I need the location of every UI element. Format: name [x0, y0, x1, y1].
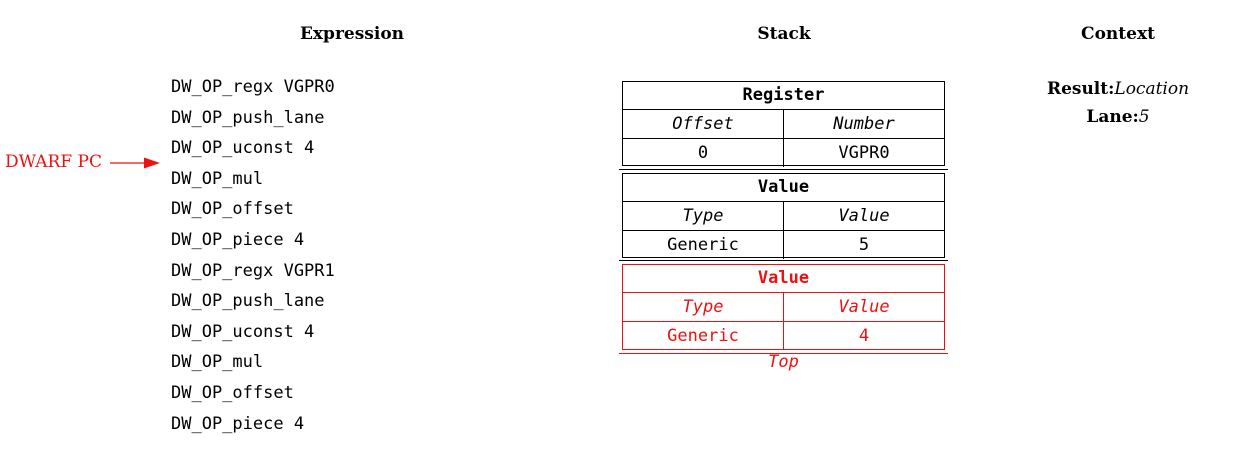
expression-op: DW_OP_offset [171, 382, 294, 403]
stack-entry-col-header: Value [838, 206, 890, 226]
stack-entry-register: Register Offset Number 0 VGPR0 [622, 81, 945, 167]
stack-entry-col-header: Offset [623, 110, 784, 138]
expression-op: DW_OP_push_lane [171, 291, 325, 312]
stack-entry-value: Value Type Value Generic 5 [622, 173, 945, 259]
stack-entry-value: 0 [623, 139, 784, 167]
stack-entry-value: 5 [858, 235, 870, 255]
expression-op: DW_OP_offset [171, 199, 294, 220]
dwarf-pc-label: DWARF PC [5, 152, 102, 172]
result-value: Location [1114, 79, 1190, 99]
expression-op: DW_OP_piece 4 [171, 413, 305, 434]
expression-op: DW_OP_piece 4 [171, 229, 305, 250]
stack-entry-col-header: Type [623, 293, 784, 321]
expression-op: DW_OP_regx VGPR0 [171, 77, 335, 97]
stack-separator [619, 169, 948, 170]
stack-entry-value: Generic [623, 322, 784, 350]
stack-entry-value: Generic [623, 231, 784, 259]
stack-entry-col-header: Number [833, 114, 895, 134]
stack-top-separator [619, 353, 948, 354]
stack-entry-title: Value [757, 177, 810, 197]
expression-op: DW_OP_mul [171, 352, 264, 373]
stack-top-label: Top [768, 352, 799, 372]
expression-op: DW_OP_push_lane [171, 107, 325, 128]
expression-op: DW_OP_regx VGPR1 [171, 260, 335, 281]
lane-label: Lane: [1086, 107, 1139, 127]
context-heading: Context [1081, 24, 1155, 44]
expression-heading: Expression [299, 24, 405, 44]
stack-entry-value: VGPR0 [838, 143, 890, 163]
stack-heading: Stack [757, 24, 811, 44]
expression-op: DW_OP_uconst 4 [171, 138, 315, 159]
stack-separator [619, 260, 948, 261]
pc-arrow-icon [110, 157, 160, 169]
context-result: Result:Location [1018, 79, 1218, 99]
stack-entry-title: Register [742, 85, 825, 105]
expression-op: DW_OP_mul [171, 168, 264, 189]
expression-list: DW_OP_regx VGPR0 DW_OP_push_lane DW_OP_u… [171, 72, 335, 439]
stack-entry-col-header: Value [838, 297, 890, 317]
stack-entry-top: Value Type Value Generic 4 [622, 264, 945, 350]
result-label: Result: [1046, 79, 1115, 99]
expression-op: DW_OP_uconst 4 [171, 321, 315, 342]
stack-entry-title: Value [757, 268, 810, 288]
stack-entry-value: 4 [858, 326, 870, 346]
lane-value: 5 [1138, 107, 1150, 127]
context-lane: Lane:5 [1018, 107, 1218, 127]
stack-entry-col-header: Type [623, 202, 784, 230]
